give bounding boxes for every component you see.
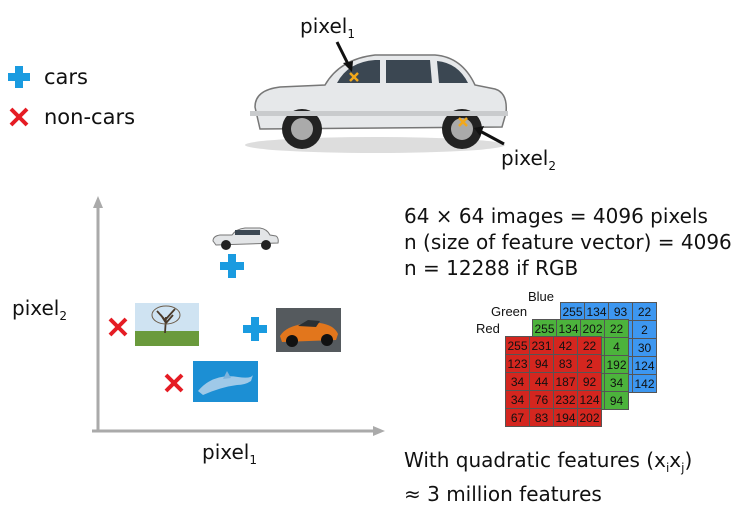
- grid-cell: 134: [556, 319, 581, 338]
- grid-cell: 134: [584, 302, 609, 321]
- x-marker: [108, 317, 128, 337]
- x-icon: [9, 107, 29, 127]
- grid-cell: 34: [604, 373, 629, 392]
- grid-cell: 192: [604, 355, 629, 374]
- car-image: [245, 54, 508, 153]
- legend-label-cars: cars: [44, 65, 88, 89]
- grid-cell: 44: [529, 372, 554, 391]
- quadratic-text: With quadratic features (xixj) ≈ 3 milli…: [404, 447, 692, 507]
- pixel2-marker: [458, 117, 468, 127]
- thumb-car-small: [212, 227, 279, 250]
- grid-cell: 34: [505, 372, 530, 391]
- grid-cell: 83: [529, 408, 554, 427]
- grid-cell: 255: [560, 302, 585, 321]
- plus-icon: [8, 66, 30, 88]
- thumb-tree: [135, 303, 199, 346]
- grid-cell: 142: [632, 374, 657, 393]
- grid-cell: 22: [632, 302, 657, 321]
- info-line-3: n = 12288 if RGB: [404, 256, 579, 280]
- grid-cell: 94: [604, 391, 629, 410]
- blue-channel-label: Blue: [528, 289, 555, 304]
- grid-cell: 124: [577, 390, 602, 409]
- quadratic-line-1: With quadratic features (xixj): [404, 448, 693, 475]
- grid-cell: 202: [580, 319, 605, 338]
- grid-cell: 231: [529, 336, 554, 355]
- info-line-2: n (size of feature vector) = 4096: [404, 230, 732, 254]
- plus-marker: [220, 254, 244, 278]
- pixel1-marker: [349, 72, 359, 82]
- grid-cell: 94: [529, 354, 554, 373]
- green-channel-label: Green: [491, 304, 528, 319]
- grid-cell: 4: [604, 337, 629, 356]
- legend-item-noncars: non-cars: [8, 100, 135, 134]
- thumb-dolphin: [193, 361, 258, 402]
- grid-cell: 83: [553, 354, 578, 373]
- grid-cell: 22: [604, 319, 629, 338]
- grid-cell: 194: [553, 408, 578, 427]
- car-pixel2-label: pixel2: [501, 146, 556, 173]
- grid-cell: 30: [632, 338, 657, 357]
- grid-cell: 255: [532, 319, 557, 338]
- grid-cell: 92: [577, 372, 602, 391]
- plus-marker: [243, 317, 267, 341]
- grid-cell: 202: [577, 408, 602, 427]
- grid-cell: 2: [577, 354, 602, 373]
- red-channel-label: Red: [476, 321, 500, 336]
- thumb-sportscar: [276, 308, 341, 352]
- grid-cell: 123: [505, 354, 530, 373]
- quadratic-line-2: ≈ 3 million features: [404, 482, 602, 506]
- grid-cell: 34: [505, 390, 530, 409]
- info-text: 64 × 64 images = 4096 pixels n (size of …: [404, 203, 732, 281]
- x-marker: [164, 373, 184, 393]
- grid-cell: 67: [505, 408, 530, 427]
- grid-cell: 22: [577, 336, 602, 355]
- legend-label-noncars: non-cars: [44, 105, 136, 129]
- info-line-1: 64 × 64 images = 4096 pixels: [404, 204, 708, 228]
- grid-cell: 232: [553, 390, 578, 409]
- grid-cell: 93: [608, 302, 633, 321]
- plot-ylabel: pixel2: [12, 296, 67, 323]
- grid-cell: 187: [553, 372, 578, 391]
- grid-cell: 76: [529, 390, 554, 409]
- grid-cell: 42: [553, 336, 578, 355]
- grid-cell: 2: [632, 320, 657, 339]
- plot-xlabel: pixel1: [202, 440, 257, 467]
- grid-cell: 124: [632, 356, 657, 375]
- car-pixel1-label: pixel1: [300, 14, 355, 41]
- legend: cars non-cars: [8, 60, 135, 134]
- grid-cell: 255: [505, 336, 530, 355]
- legend-item-cars: cars: [8, 60, 135, 94]
